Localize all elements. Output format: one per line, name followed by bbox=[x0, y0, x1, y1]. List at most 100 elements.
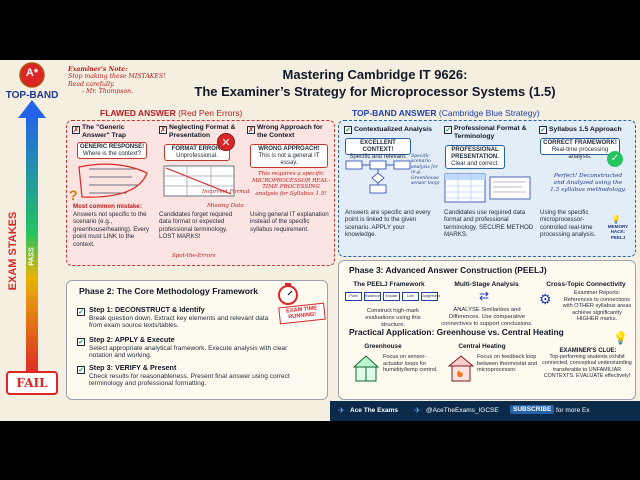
step-3: Step 3: VERIFY & Present Check results f… bbox=[89, 364, 304, 388]
step-title: Step 2: APPLY & Execute bbox=[89, 335, 175, 344]
bubble-title: PROFESSIONAL PRESENTATION. bbox=[451, 147, 499, 160]
title-line-2: The Examiner’s Strategy for Microprocess… bbox=[194, 84, 556, 99]
syllabus-approach-body: Using the specific microprocessor-contro… bbox=[540, 209, 596, 239]
cross-checkbox-icon: ✗ bbox=[159, 126, 167, 134]
missing-data-note: Missing Data bbox=[207, 203, 244, 209]
step-body: Select appropriate analytical framework.… bbox=[89, 344, 288, 360]
examiner-note-line: Stop making these MISTAKES! bbox=[68, 73, 166, 81]
top-band-answer-panel: ✓ Contextualized Analysis EXCELLENT CONT… bbox=[338, 120, 636, 257]
peelj-steps: Point Evidence Explain Link Judgement bbox=[345, 292, 440, 302]
examiner-note-heading: Examiner's Note: bbox=[68, 66, 128, 73]
greenhouse-title: Greenhouse bbox=[364, 343, 402, 350]
spot-the-errors-note: Spot-the-Errors bbox=[172, 253, 216, 259]
examiner-note: Examiner's Note: Stop making these MISTA… bbox=[68, 66, 178, 96]
peelj-step: Judgement bbox=[421, 292, 440, 301]
incorrect-format-stamp: Incorrect Format bbox=[202, 189, 250, 195]
wrong-approach-body: Using general IT explanation instead of … bbox=[250, 211, 329, 233]
tick-checkbox-icon: ✓ bbox=[539, 126, 547, 134]
central-heating-body: Focus on feedback loop between thermosta… bbox=[477, 354, 538, 374]
flawed-answer-panel: ✗ The "Generic Answer" Trap GENERIC RESP… bbox=[66, 120, 335, 266]
phase-3-panel: Phase 3: Advanced Answer Construction (P… bbox=[338, 260, 636, 400]
topband-label-sub: (Cambridge Blue Strategy) bbox=[438, 108, 540, 118]
fail-stamp: FAIL bbox=[16, 376, 48, 390]
step-title: Step 3: VERIFY & Present bbox=[89, 363, 177, 372]
phase-3-title: Phase 3: Advanced Answer Construction (P… bbox=[349, 265, 547, 275]
stopwatch-icon bbox=[273, 283, 303, 305]
brand-name: Ace The Exams bbox=[350, 407, 399, 414]
exam-stakes-label: EXAM STAKES bbox=[7, 211, 19, 291]
topband-label-main: TOP-BAND ANSWER bbox=[352, 108, 437, 118]
exam-time-running-badge: EXAM TIME RUNNING! bbox=[278, 302, 326, 325]
cross-topic-title: Cross-Topic Connectivity bbox=[546, 281, 626, 288]
flawed-answer-label: FLAWED ANSWER (Red Pen Errors) bbox=[100, 108, 242, 118]
phase-2-panel: Phase 2: The Core Methodology Framework … bbox=[66, 280, 328, 400]
practical-application-title: Practical Application: Greenhouse vs. Ce… bbox=[349, 327, 564, 337]
phase-2-title: Phase 2: The Core Methodology Framework bbox=[79, 286, 259, 296]
step-2: Step 2: APPLY & Execute Select appropria… bbox=[89, 336, 289, 360]
most-common-mistake-title: Most common mistake: bbox=[73, 203, 142, 210]
cross-checkbox-icon: ✗ bbox=[247, 126, 255, 134]
infographic-poster: A* TOP-BAND EXAM STAKES PASS FAIL Examin… bbox=[0, 60, 640, 421]
multi-stage-body: ANALYSE Similarities and Differences. Us… bbox=[441, 307, 533, 327]
peelj-step: Link bbox=[402, 292, 419, 301]
subscribe-button[interactable]: SUBSCRIBE bbox=[510, 405, 555, 414]
peelj-framework-title: The PEELJ Framework bbox=[353, 281, 425, 288]
social-icon: ✈ bbox=[414, 406, 421, 415]
step-body: Check results for reasonableness. Presen… bbox=[89, 372, 290, 388]
peelj-step: Evidence bbox=[364, 292, 381, 301]
a-star-badge: A* bbox=[25, 67, 39, 79]
multi-stage-title: Multi-Stage Analysis bbox=[454, 281, 519, 288]
deconstructed-note: Perfect! Deconstructed and Analyzed usin… bbox=[550, 173, 626, 193]
bubble-text: Where is the context? bbox=[82, 151, 142, 157]
examiner-note-line: Read carefully. bbox=[68, 80, 115, 88]
checkmark-badge-icon: ✓ bbox=[607, 151, 623, 167]
scribbled-notes-graphic bbox=[78, 163, 148, 198]
tick-checkbox-icon: ✓ bbox=[77, 366, 85, 374]
footer-bar: ✈ Ace The Exams ✈ @AceTheExams_IGCSE SUB… bbox=[330, 401, 640, 421]
flowchart-graphic bbox=[345, 160, 411, 194]
generic-response-bubble: GENERIC RESPONSE! Where is the context? bbox=[77, 142, 147, 159]
examiner-signature: - Mr. Thompson. bbox=[82, 88, 134, 96]
brand-icon: ✈ bbox=[338, 406, 345, 415]
step-title: Step 1: DECONSTRUCT & Identify bbox=[89, 305, 205, 314]
examiner-clue-body: Top-performing students exhibit connecte… bbox=[542, 354, 632, 380]
bubble-title: GENERIC RESPONSE! bbox=[79, 144, 145, 150]
bubble-text: Real-time processing analysis. bbox=[551, 147, 609, 160]
cross-topic-body: Examiner Reports: References to connecti… bbox=[562, 290, 632, 322]
peelj-step: Explain bbox=[383, 292, 400, 301]
bubble-title: CORRECT FRAMEWORK! bbox=[543, 140, 617, 146]
professional-presentation-bubble: PROFESSIONAL PRESENTATION. Clear and cor… bbox=[445, 145, 505, 169]
format-body: Candidates forget required data format o… bbox=[159, 211, 233, 241]
step-1: Step 1: DECONSTRUCT & Identify Break que… bbox=[89, 306, 274, 330]
network-icon: ⚙ bbox=[539, 291, 552, 307]
greenhouse-body: Focus on sensor-actuator loops for humid… bbox=[383, 354, 438, 374]
shuffle-icon: ⇄ bbox=[479, 289, 490, 303]
error-x-icon: ✕ bbox=[217, 133, 235, 151]
social-handle[interactable]: @AceTheExams_IGCSE bbox=[426, 407, 499, 414]
subscribe-text: for more Ex bbox=[556, 407, 590, 414]
lightbulb-icon: 💡 bbox=[613, 331, 628, 345]
question-mark-icon: ? bbox=[69, 187, 78, 203]
correct-framework-bubble: CORRECT FRAMEWORK! Real-time processing … bbox=[540, 138, 620, 160]
top-band-answer-label: TOP-BAND ANSWER (Cambridge Blue Strategy… bbox=[352, 108, 540, 118]
tick-checkbox-icon: ✓ bbox=[77, 308, 85, 316]
bubble-text: This is not a general IT essay. bbox=[258, 153, 320, 166]
central-heating-title: Central Heating bbox=[458, 343, 506, 350]
stakes-arrow-graphic bbox=[6, 62, 58, 395]
messy-table-graphic bbox=[163, 165, 235, 197]
bubble-title: WRONG APPROACH! bbox=[258, 146, 320, 152]
wrong-approach-title: Wrong Approach for the Context bbox=[257, 124, 323, 139]
tick-checkbox-icon: ✓ bbox=[77, 338, 85, 346]
professional-format-body: Candidates use required data format and … bbox=[444, 209, 534, 239]
excellent-context-bubble: EXCELLENT CONTEXT! Specific and relevant… bbox=[345, 138, 411, 160]
lightbulb-icon: 💡 bbox=[611, 215, 621, 224]
peelj-body: Construct high-mark evaluations using th… bbox=[365, 308, 421, 328]
syllabus-approach-title: Syllabus 1.5 Approach bbox=[549, 126, 622, 133]
pass-label: PASS bbox=[28, 247, 36, 266]
neat-table-graphic bbox=[444, 173, 531, 203]
flawed-label-main: FLAWED ANSWER bbox=[100, 108, 176, 118]
flawed-label-sub: (Red Pen Errors) bbox=[178, 108, 243, 118]
memory-hack-note: MEMORY HACK: PEELJ bbox=[607, 224, 629, 240]
peelj-step: Point bbox=[345, 292, 362, 301]
syllabus-requirement-note: This requires a specific MICROPROCESSOR … bbox=[251, 171, 331, 197]
